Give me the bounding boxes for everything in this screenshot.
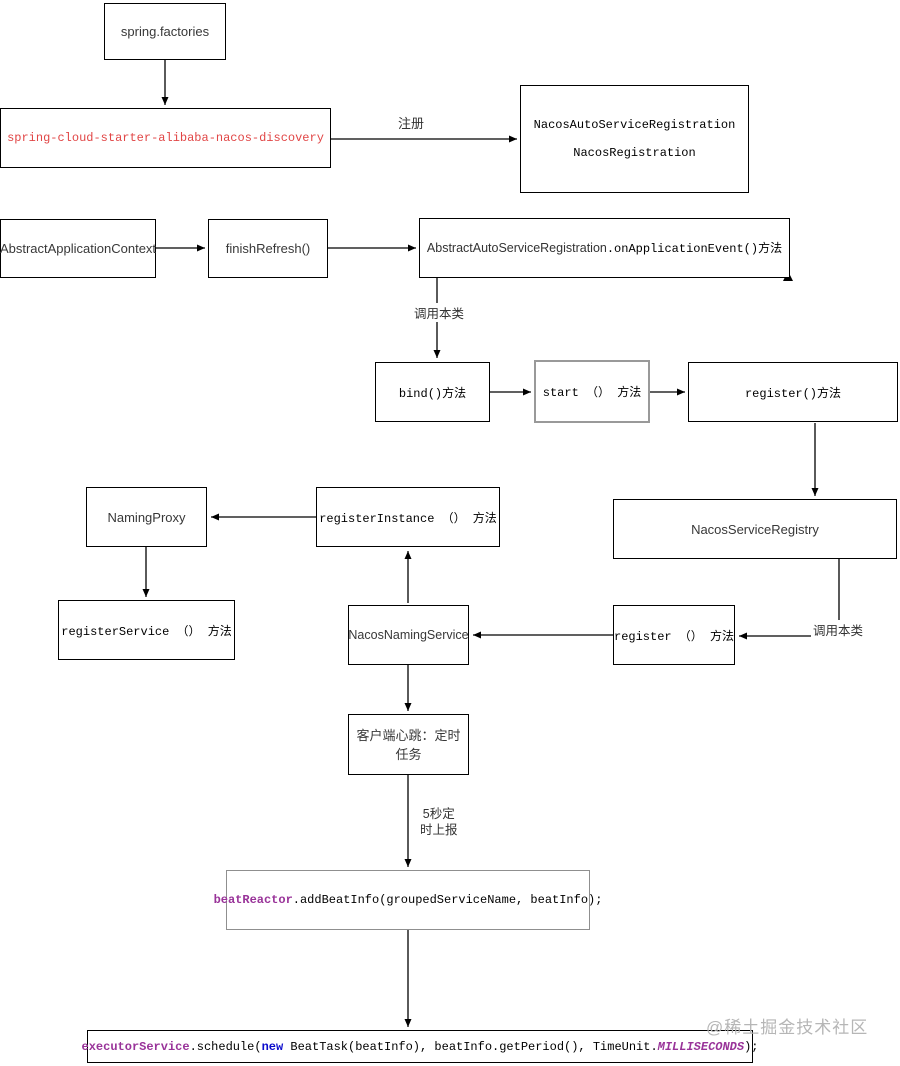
- edge-label-register: 注册: [396, 113, 427, 132]
- node-bind-method: bind()方法: [375, 362, 490, 422]
- node-finish-refresh: finishRefresh(): [208, 219, 328, 278]
- node-label: register （） 方法: [614, 629, 735, 644]
- node-register-method-mid: register （） 方法: [613, 605, 735, 665]
- node-label: registerInstance （） 方法: [319, 511, 497, 526]
- node-label: spring.factories: [120, 24, 210, 39]
- node-label-line2: NacosRegistration: [573, 146, 696, 160]
- node-nacos-naming-service: NacosNamingService: [348, 605, 469, 665]
- node-executor-service-code: executorService.schedule(new BeatTask(be…: [82, 1030, 758, 1063]
- node-label: start （） 方法: [542, 386, 642, 400]
- node-label: AbstractAutoServiceRegistration.onApplic…: [426, 241, 783, 256]
- edge-label-5s-report: 5秒定 时上报: [418, 806, 460, 838]
- node-naming-proxy: NamingProxy: [86, 487, 207, 547]
- node-spring-factories: spring.factories: [104, 3, 226, 60]
- node-register-method-top: register()方法: [688, 362, 898, 422]
- code-line: executorService.schedule(new BeatTask(be…: [81, 1039, 759, 1054]
- node-label: NacosNamingService: [348, 628, 469, 642]
- node-client-heartbeat: 客户端心跳：定时任务: [348, 714, 469, 775]
- node-register-service-method: registerService （） 方法: [58, 600, 235, 660]
- watermark: @稀土掘金技术社区: [706, 1018, 869, 1037]
- edge-label-call-self-2: 调用本类: [811, 620, 866, 639]
- code-line: beatReactor.addBeatInfo(groupedServiceNa…: [213, 893, 603, 907]
- node-label: bind()方法: [398, 386, 467, 401]
- node-nacos-auto-service-registration: NacosAutoServiceRegistration NacosRegist…: [520, 85, 749, 193]
- node-start-method: start （） 方法: [534, 360, 650, 423]
- edge-label-call-self-1: 调用本类: [412, 303, 467, 322]
- node-starter-dependency: spring-cloud-starter-alibaba-nacos-disco…: [0, 108, 331, 168]
- node-beat-reactor-code: beatReactor.addBeatInfo(groupedServiceNa…: [214, 870, 602, 930]
- node-label-line1: NacosAutoServiceRegistration: [533, 118, 736, 132]
- node-label: AbstractApplicationContext: [0, 241, 157, 256]
- node-label: NamingProxy: [107, 509, 186, 525]
- node-abstract-application-context: AbstractApplicationContext: [0, 219, 156, 278]
- node-label: 客户端心跳：定时任务: [356, 727, 461, 762]
- node-label: NacosServiceRegistry: [691, 521, 819, 537]
- node-register-instance-method: registerInstance （） 方法: [316, 487, 500, 547]
- node-label: registerService （） 方法: [61, 624, 232, 639]
- node-label: register()方法: [744, 386, 841, 401]
- node-nacos-service-registry: NacosServiceRegistry: [613, 499, 897, 559]
- node-on-application-event: AbstractAutoServiceRegistration.onApplic…: [419, 218, 790, 278]
- node-label: spring-cloud-starter-alibaba-nacos-disco…: [7, 131, 324, 145]
- node-label: finishRefresh(): [225, 241, 311, 256]
